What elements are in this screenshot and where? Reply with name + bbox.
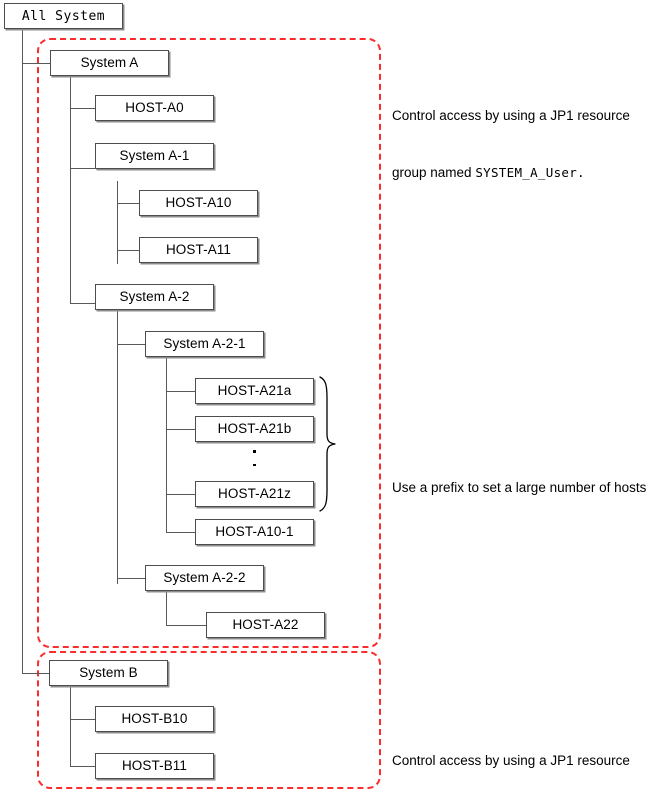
annotation-system-a-note: Control access by using a JP1 resource g… — [392, 68, 657, 220]
node-host-a10-1[interactable]: HOST-A10-1 — [195, 519, 314, 545]
connector-root-trunk — [22, 29, 23, 673]
connector-system-b-to-host-b11 — [70, 766, 96, 767]
annotation-system-a-line2-suffix: . — [577, 165, 585, 180]
node-system-a[interactable]: System A — [50, 50, 169, 76]
connector-root-to-system-b — [22, 673, 49, 674]
connector-system-a-to-system-a2 — [70, 303, 96, 304]
node-system-b[interactable]: System B — [49, 660, 168, 686]
annotation-system-a-line2-prefix: group named — [392, 165, 476, 180]
vertical-ellipsis-icon — [253, 450, 256, 466]
annotation-system-b-line1: Control access by using a JP1 resource — [392, 753, 630, 768]
connector-system-a-to-system-a1 — [70, 168, 96, 169]
connector-system-a21-to-host-a21a — [166, 391, 196, 392]
annotation-system-a-line2: group named SYSTEM_A_User. — [392, 163, 657, 182]
node-system-a-2[interactable]: System A-2 — [95, 284, 214, 310]
node-host-a22[interactable]: HOST-A22 — [206, 612, 325, 638]
grouping-brace-icon — [318, 376, 344, 512]
connector-system-a2-to-system-a22 — [117, 578, 146, 579]
node-host-a0[interactable]: HOST-A0 — [95, 95, 214, 121]
connector-system-a21-to-host-a21b — [166, 429, 196, 430]
connector-system-a-trunk — [70, 75, 71, 303]
node-system-a-2-2[interactable]: System A-2-2 — [145, 565, 264, 591]
node-host-a21b[interactable]: HOST-A21b — [195, 416, 314, 442]
annotation-system-a-line1: Control access by using a JP1 resource — [392, 108, 630, 123]
connector-system-a21-to-host-a21z — [166, 494, 196, 495]
connector-system-a22-to-host-a22 — [166, 625, 207, 626]
node-host-a21a[interactable]: HOST-A21a — [195, 378, 314, 404]
annotation-prefix-note-text: Use a prefix to set a large number of ho… — [392, 480, 647, 495]
connector-system-a1-to-host-a10 — [117, 203, 140, 204]
connector-system-a22-trunk — [166, 591, 167, 625]
node-host-a21z[interactable]: HOST-A21z — [195, 481, 314, 507]
annotation-prefix-note: Use a prefix to set a large number of ho… — [392, 440, 662, 535]
node-host-a11[interactable]: HOST-A11 — [139, 237, 258, 263]
annotation-system-b-note: Control access by using a JP1 resource g… — [392, 713, 657, 797]
connector-system-a21-trunk — [166, 357, 167, 533]
connector-system-b-to-host-b10 — [70, 719, 96, 720]
connector-root-to-system-a — [22, 63, 51, 64]
connector-system-b-trunk — [70, 686, 71, 766]
connector-system-a-to-host-a0 — [70, 108, 96, 109]
node-host-a10[interactable]: HOST-A10 — [139, 190, 258, 216]
node-system-a-1[interactable]: System A-1 — [95, 143, 214, 169]
connector-system-a1-to-host-a11 — [117, 250, 140, 251]
connector-system-a2-trunk — [117, 310, 118, 584]
annotation-system-a-resource-group-name: SYSTEM_A_User — [475, 165, 578, 180]
connector-system-a1-trunk — [117, 181, 118, 264]
node-host-b10[interactable]: HOST-B10 — [95, 706, 214, 732]
connector-system-a21-to-host-a10-1 — [166, 532, 196, 533]
node-all-system[interactable]: All System — [4, 3, 123, 29]
node-system-a-2-1[interactable]: System A-2-1 — [145, 331, 264, 357]
connector-system-a2-to-system-a21 — [117, 344, 146, 345]
node-host-b11[interactable]: HOST-B11 — [95, 753, 214, 779]
